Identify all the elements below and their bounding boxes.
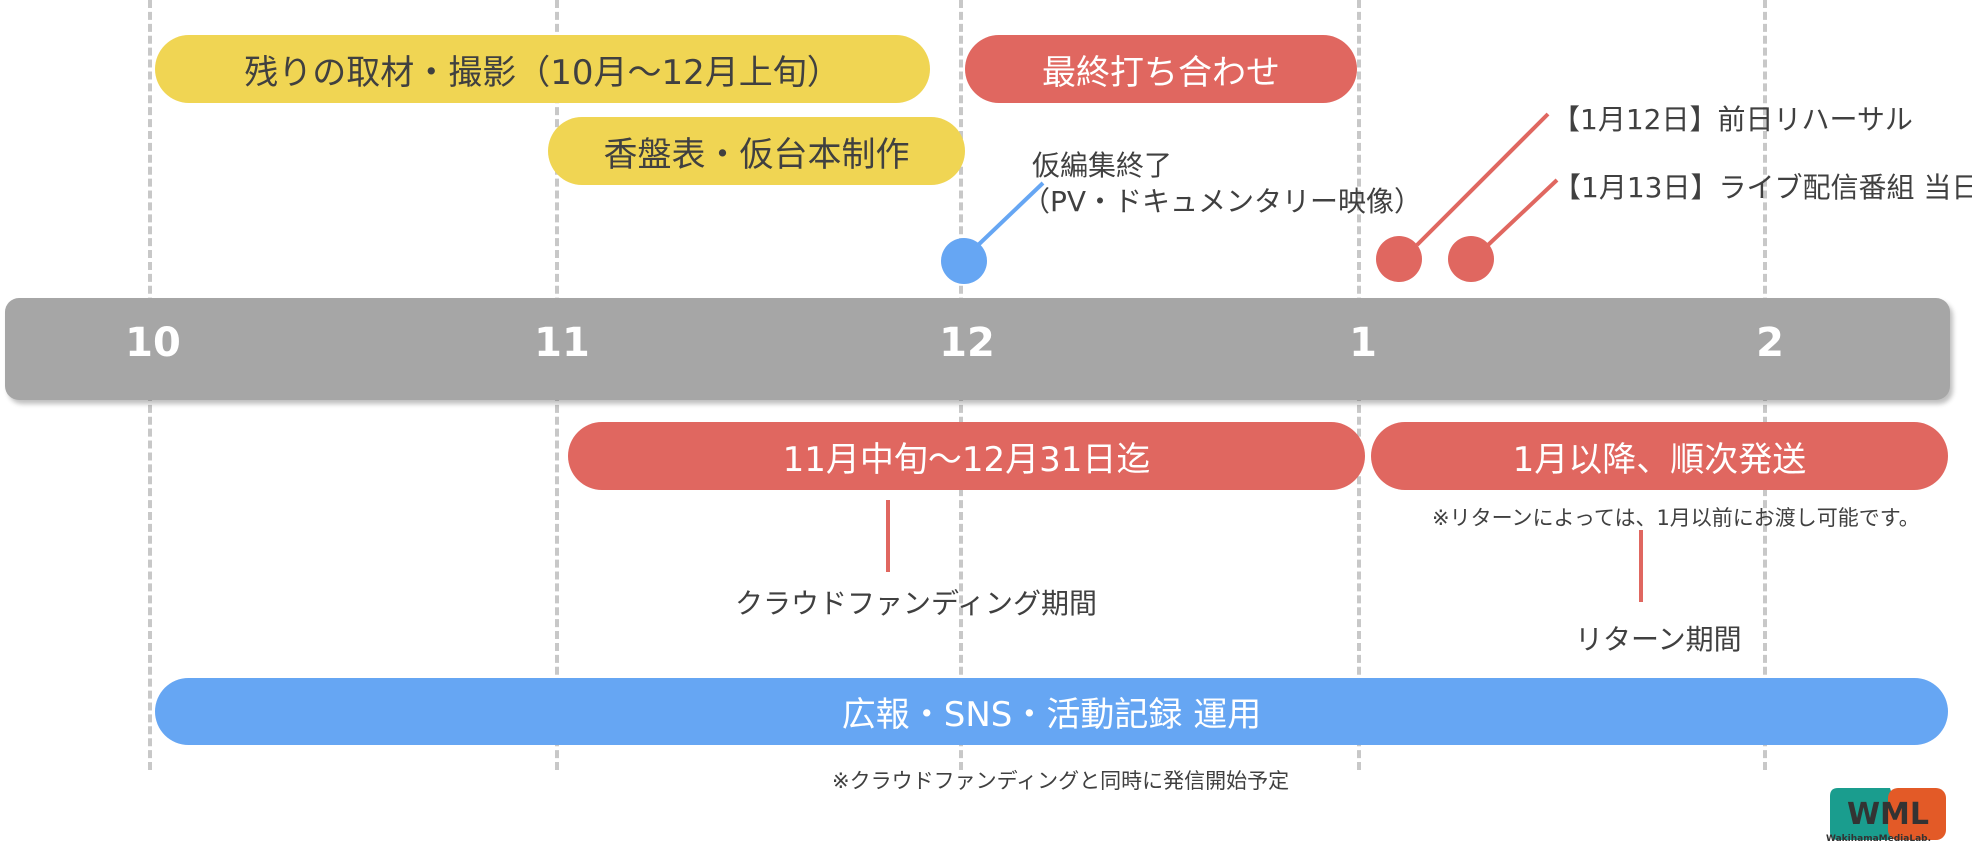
bar-remaining-shooting: 残りの取材・撮影（10月〜12月上旬）: [155, 35, 930, 103]
month-tick-dec: 12: [939, 320, 995, 366]
return-period-label: リターン期間: [1575, 623, 1742, 656]
bar-pr-operations: 広報・SNS・活動記録 運用: [155, 678, 1948, 745]
logo-orange-shape: [1888, 788, 1946, 840]
logo-name: WakihamaMediaLab.: [1826, 834, 1932, 844]
milestone-dot-rough-edit: [941, 238, 987, 284]
bar-rundown-script-label: 香盤表・仮台本制作: [603, 134, 910, 175]
rehearsal-label: 【1月12日】前日リハーサル: [1552, 103, 1913, 136]
bar-pr-operations-label: 広報・SNS・活動記録 運用: [841, 695, 1262, 735]
bar-final-meeting: 最終打ち合わせ: [965, 35, 1357, 103]
live-day-connector: [1486, 178, 1559, 247]
bar-final-meeting-label: 最終打ち合わせ: [1042, 52, 1280, 93]
bar-shipping-range: 1月以降、順次発送: [1371, 422, 1948, 490]
logo-teal-shape: [1830, 788, 1898, 840]
month-tick-nov: 11: [534, 320, 590, 366]
wml-logo: WML: [1830, 788, 1946, 840]
milestone-dot-live-day: [1448, 236, 1494, 282]
month-axis: 10 11 12 1 2: [5, 298, 1950, 400]
month-tick-feb: 2: [1756, 320, 1784, 366]
return-note: ※リターンによっては、1月以前にお渡し可能です。: [1432, 506, 1920, 530]
bar-crowdfunding-range-label: 11月中旬〜12月31日迄: [782, 439, 1151, 480]
live-day-label: 【1月13日】ライブ配信番組 当日: [1553, 171, 1972, 204]
crowdfunding-period-label: クラウドファンディング期間: [735, 587, 1098, 620]
bar-remaining-shooting-label: 残りの取材・撮影（10月〜12月上旬）: [244, 52, 841, 93]
bar-shipping-range-label: 1月以降、順次発送: [1512, 439, 1807, 480]
rough-edit-line2: （PV・ドキュメンタリー映像）: [1022, 185, 1423, 218]
rough-edit-label: 仮編集終了 （PV・ドキュメンタリー映像）: [1022, 148, 1422, 220]
bar-crowdfunding-range: 11月中旬〜12月31日迄: [568, 422, 1365, 490]
pr-note: ※クラウドファンディングと同時に発信開始予定: [832, 769, 1290, 793]
month-tick-oct: 10: [125, 320, 181, 366]
rough-edit-connector: [973, 181, 1045, 250]
month-tick-jan: 1: [1349, 320, 1377, 366]
milestone-dot-rehearsal: [1376, 236, 1422, 282]
bar-rundown-script: 香盤表・仮台本制作: [548, 117, 965, 185]
rough-edit-line1: 仮編集終了: [1032, 149, 1173, 182]
rehearsal-connector: [1415, 112, 1550, 247]
logo-mark: WML: [1847, 797, 1929, 832]
